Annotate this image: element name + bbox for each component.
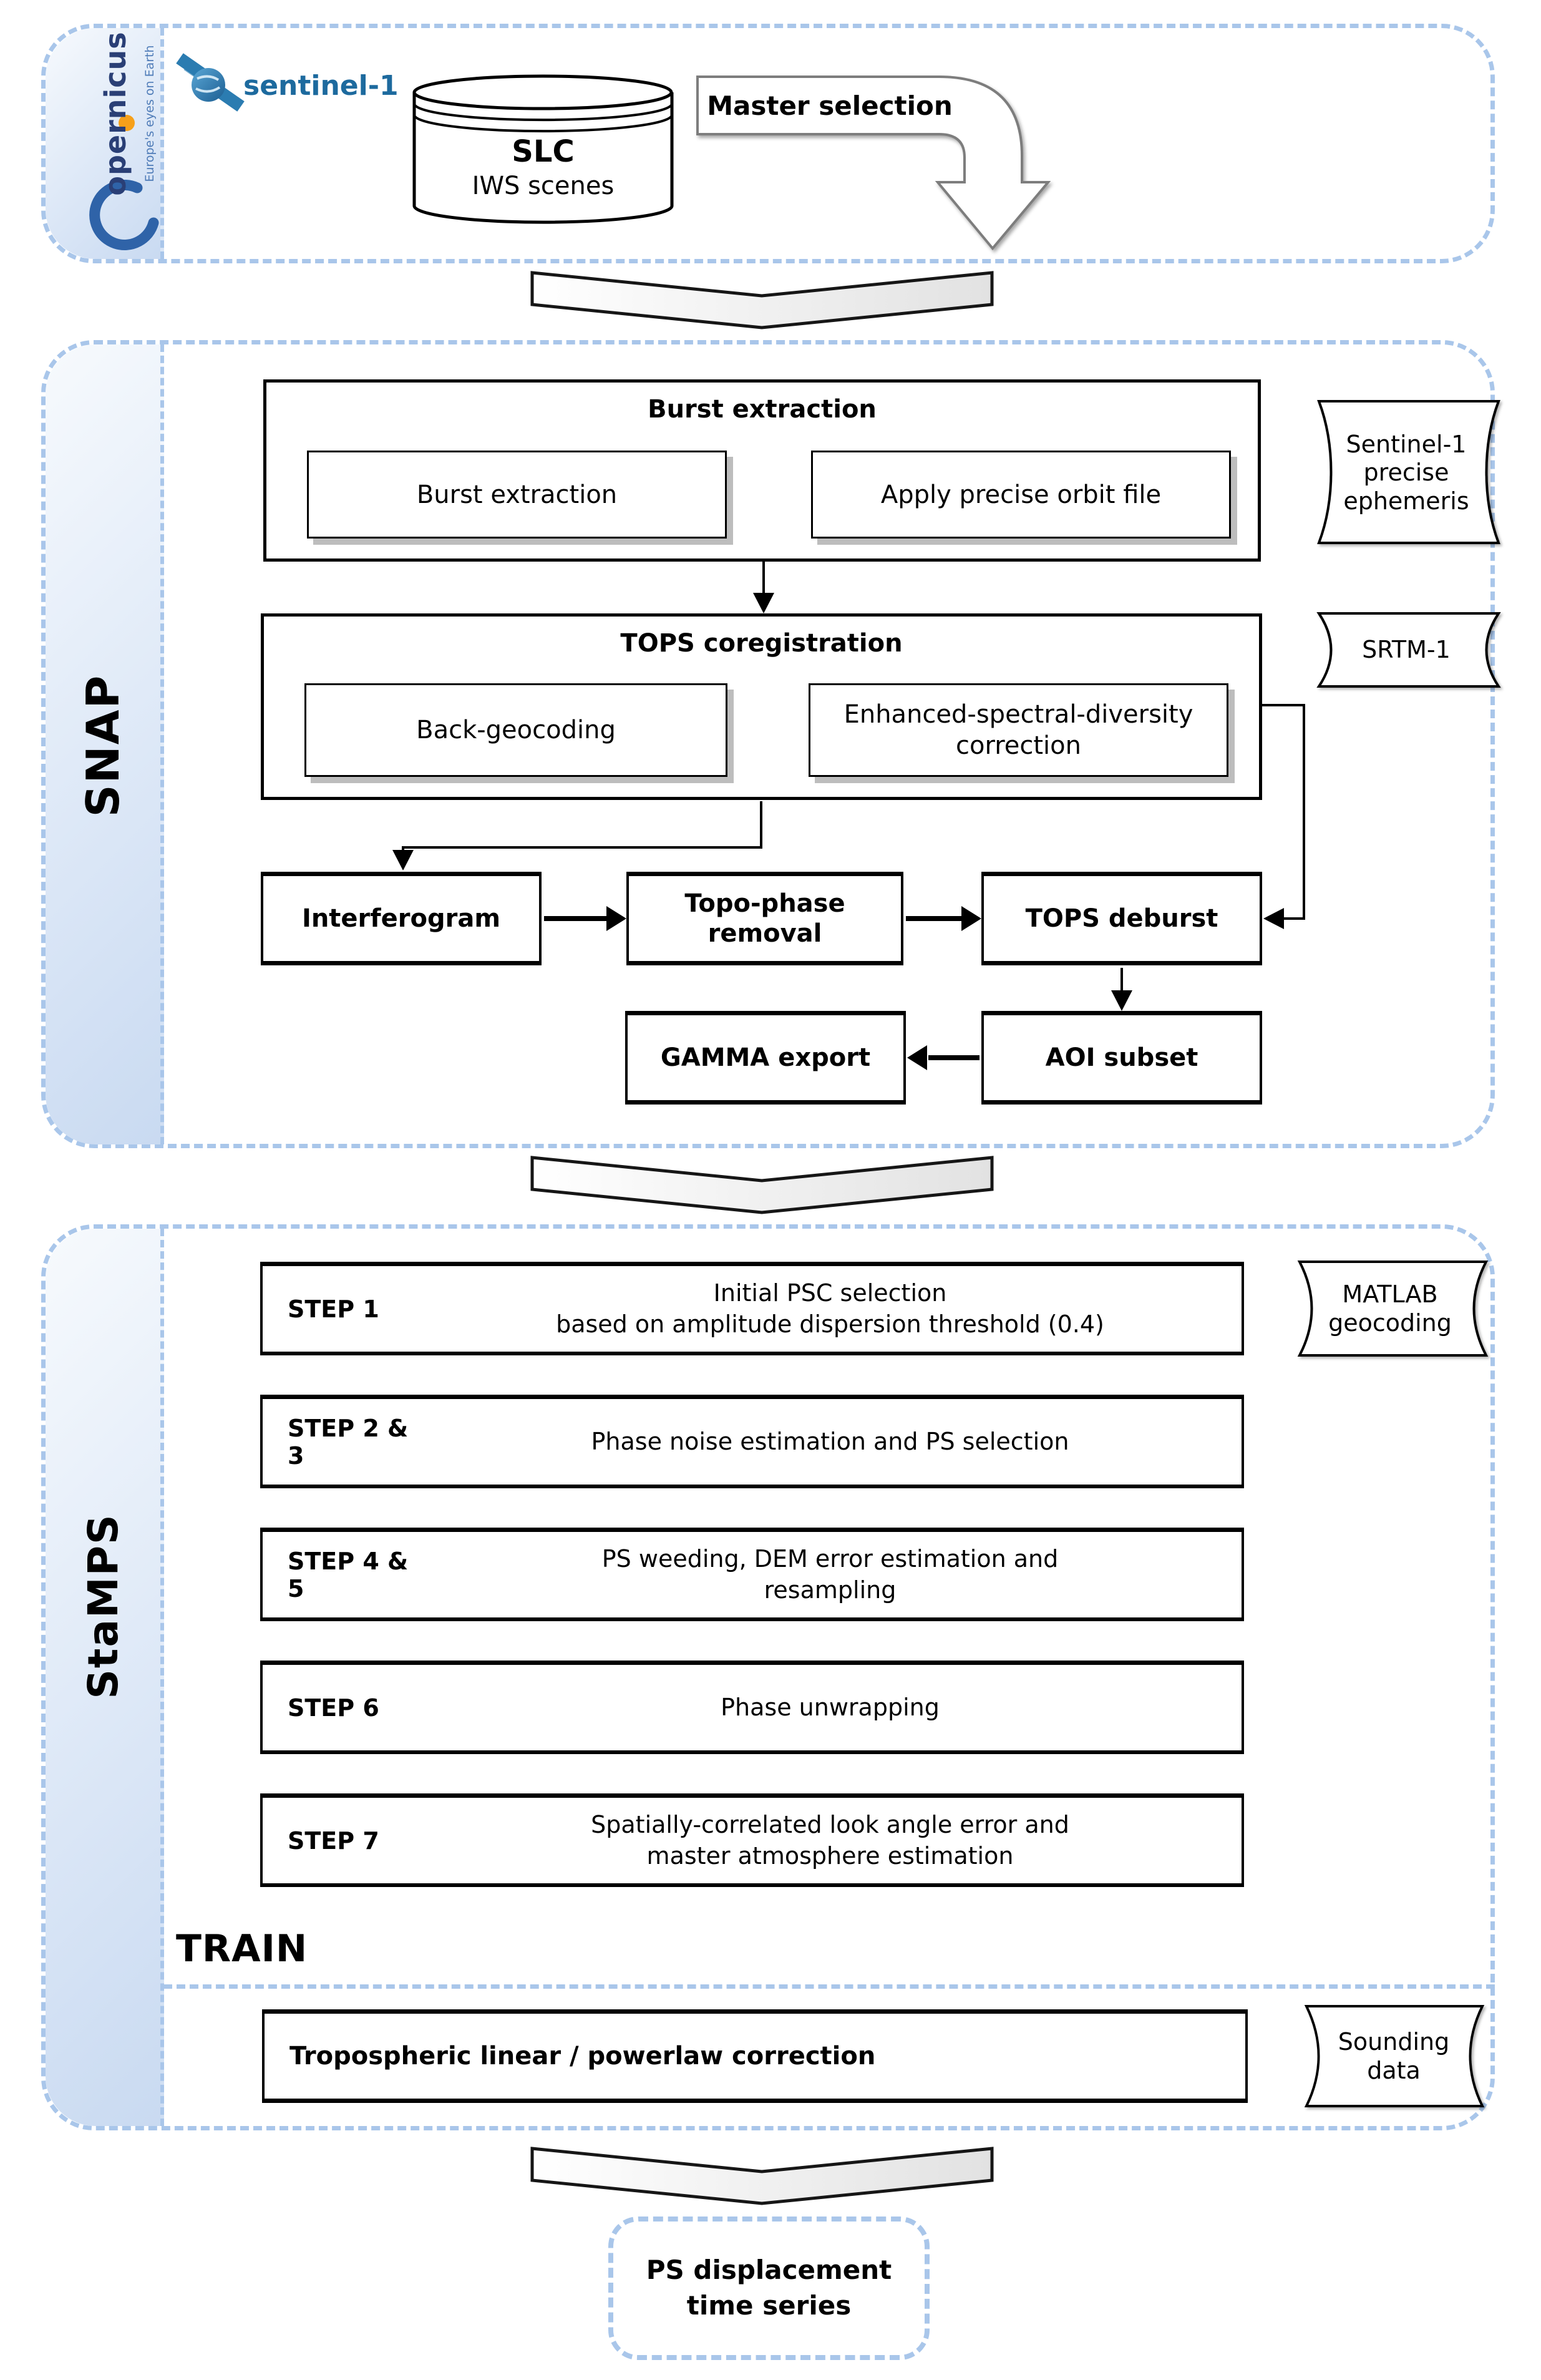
copernicus-tagline: Europe's eyes on Earth bbox=[143, 45, 157, 182]
ps-displacement-output-label: PS displacement time series bbox=[608, 2217, 930, 2360]
stamps-train-section-container bbox=[41, 1224, 1495, 2130]
snap-strip bbox=[46, 344, 164, 1144]
step-1-box: STEP 1 Initial PSC selection based on am… bbox=[260, 1262, 1244, 1355]
tops-deburst-box: TOPS deburst bbox=[981, 872, 1262, 965]
step-1-desc-line-1: Initial PSC selection bbox=[713, 1279, 947, 1307]
step-1-desc: Initial PSC selection based on amplitude… bbox=[419, 1278, 1242, 1340]
step-6-desc-line-1: Phase unwrapping bbox=[721, 1693, 940, 1721]
step-2-3-desc-line-1: Phase noise estimation and PS selection bbox=[591, 1427, 1069, 1455]
step-4-5-label: STEP 4 & 5 bbox=[288, 1547, 409, 1602]
aoi-subset-box: AOI subset bbox=[981, 1011, 1262, 1105]
output-box bbox=[608, 2217, 930, 2360]
sounding-line-1: Sounding bbox=[1338, 2027, 1450, 2056]
step-7-desc-line-2: master atmosphere estimation bbox=[646, 1841, 1014, 1870]
apply-precise-orbit-file-step: Apply precise orbit file bbox=[811, 451, 1231, 539]
copernicus-wordmark: opernicus bbox=[99, 31, 132, 196]
step-2-3-desc: Phase noise estimation and PS selection bbox=[419, 1427, 1242, 1457]
step-7-label: STEP 7 bbox=[288, 1826, 379, 1855]
ephemeris-line-2: precise bbox=[1363, 459, 1449, 487]
chevron-down-1 bbox=[530, 271, 994, 329]
slc-title: SLC bbox=[512, 134, 575, 169]
back-geocoding-step: Back-geocoding bbox=[304, 683, 727, 777]
train-section-label: TRAIN bbox=[176, 1927, 308, 1971]
chevron-down-3 bbox=[530, 2147, 994, 2205]
matlab-data-label: MATLAB geocoding bbox=[1312, 1273, 1468, 1345]
step-4-5-box: STEP 4 & 5 PS weeding, DEM error estimat… bbox=[260, 1528, 1244, 1621]
stamps-strip bbox=[46, 1229, 164, 2126]
gamma-export-box: GAMMA export bbox=[625, 1011, 906, 1105]
master-selection-label: Master selection bbox=[707, 90, 953, 121]
step-6-desc: Phase unwrapping bbox=[419, 1692, 1242, 1723]
step-6-label: STEP 6 bbox=[288, 1694, 379, 1722]
sentinel-wordmark: sentinel-1 bbox=[243, 70, 399, 102]
sounding-line-2: data bbox=[1367, 2056, 1421, 2084]
ephemeris-line-3: ephemeris bbox=[1343, 487, 1469, 515]
matlab-line-2: geocoding bbox=[1328, 1309, 1452, 1337]
esd-correction-step: Enhanced-spectral-diversity correction bbox=[809, 683, 1228, 777]
interferogram-box: Interferogram bbox=[261, 872, 542, 965]
sounding-data-label: Sounding data bbox=[1319, 2017, 1469, 2095]
step-2-3-label: STEP 2 & 3 bbox=[288, 1414, 409, 1470]
snap-section-container bbox=[41, 340, 1495, 1148]
output-line-2: time series bbox=[686, 2290, 852, 2321]
burst-extraction-step: Burst extraction bbox=[307, 451, 727, 539]
train-divider bbox=[163, 1984, 1495, 1989]
ephemeris-line-1: Sentinel-1 bbox=[1346, 430, 1467, 458]
step-1-label: STEP 1 bbox=[288, 1295, 379, 1323]
ephemeris-data-label: Sentinel-1 precise ephemeris bbox=[1331, 412, 1481, 534]
step-4-5-desc-line-1: PS weeding, DEM error estimation and bbox=[601, 1545, 1059, 1573]
input-section-container bbox=[41, 24, 1495, 263]
step-4-5-desc-line-2: resampling bbox=[764, 1576, 897, 1604]
step-1-desc-line-2: based on amplitude dispersion threshold … bbox=[556, 1310, 1104, 1338]
output-line-1: PS displacement bbox=[646, 2255, 892, 2286]
chevron-down-2 bbox=[530, 1156, 994, 1214]
step-2-3-box: STEP 2 & 3 Phase noise estimation and PS… bbox=[260, 1395, 1244, 1488]
srtm-data-label: SRTM-1 bbox=[1362, 636, 1451, 664]
matlab-line-1: MATLAB bbox=[1342, 1280, 1438, 1308]
step-4-5-desc: PS weeding, DEM error estimation and res… bbox=[419, 1544, 1242, 1606]
step-6-box: STEP 6 Phase unwrapping bbox=[260, 1661, 1244, 1754]
burst-extraction-group-title: Burst extraction bbox=[648, 395, 877, 424]
snap-section-label: SNAP bbox=[77, 674, 129, 817]
step-7-box: STEP 7 Spatially-correlated look angle e… bbox=[260, 1793, 1244, 1887]
tropospheric-correction-box: Tropospheric linear / powerlaw correctio… bbox=[262, 2009, 1248, 2103]
topo-phase-removal-box: Topo-phase removal bbox=[626, 872, 903, 965]
tops-coregistration-group-title: TOPS coregistration bbox=[620, 629, 903, 658]
step-7-desc: Spatially-correlated look angle error an… bbox=[419, 1810, 1242, 1871]
slc-subtitle: IWS scenes bbox=[472, 172, 615, 200]
step-7-desc-line-1: Spatially-correlated look angle error an… bbox=[591, 1811, 1069, 1839]
stamps-section-label: StaMPS bbox=[79, 1513, 127, 1699]
